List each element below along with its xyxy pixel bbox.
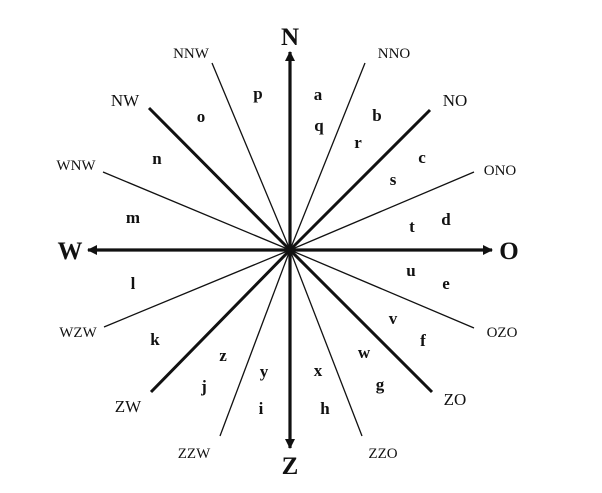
label-zzw: ZZW	[178, 446, 211, 462]
label-wzw: WZW	[59, 325, 97, 341]
label-n: N	[281, 24, 299, 51]
sector-letter-p: p	[253, 84, 262, 103]
sector-letter-s: s	[390, 170, 397, 189]
sector-letter-c: c	[418, 148, 426, 167]
label-z: Z	[282, 453, 299, 480]
ray-zzo	[289, 249, 363, 437]
sector-letter-k: k	[150, 330, 160, 349]
label-nno: NNO	[378, 46, 411, 62]
sector-letter-i: i	[259, 399, 264, 418]
sector-letter-f: f	[420, 331, 426, 350]
intercardinal-rays	[147, 106, 434, 394]
sector-letter-y: y	[260, 362, 269, 381]
ray-wzw	[103, 249, 291, 328]
ray-zzw	[219, 249, 291, 437]
sector-letter-r: r	[354, 133, 362, 152]
ray-wnw	[102, 171, 291, 251]
sector-letter-z: z	[219, 346, 227, 365]
sector-letter-q: q	[314, 116, 324, 135]
sector-letter-v: v	[389, 309, 398, 328]
ray-ono	[289, 171, 475, 251]
label-ozo: OZO	[487, 325, 518, 341]
sector-letters: a b c d e f g h i j k l m n o p q r s t …	[126, 84, 451, 418]
sector-letter-m: m	[126, 208, 140, 227]
ray-zo	[288, 248, 434, 394]
label-zw: ZW	[115, 397, 142, 416]
ray-no	[288, 108, 432, 252]
label-w: W	[58, 238, 83, 265]
label-zzo: ZZO	[368, 446, 397, 462]
sector-letter-n: n	[152, 149, 162, 168]
sector-letter-w: w	[358, 343, 371, 362]
sector-letter-j: j	[200, 377, 207, 396]
label-wnw: WNW	[56, 158, 96, 174]
sector-letter-a: a	[314, 85, 323, 104]
sector-letter-h: h	[320, 399, 330, 418]
secondary-rays	[102, 62, 475, 437]
sector-letter-t: t	[409, 217, 415, 236]
sector-letter-l: l	[131, 274, 136, 293]
cardinal-arrows	[87, 51, 493, 449]
label-no: NO	[443, 91, 468, 110]
ray-nno	[289, 62, 366, 251]
sector-letter-g: g	[376, 375, 385, 394]
ray-zw	[149, 248, 292, 394]
sector-letter-e: e	[442, 274, 450, 293]
sector-letter-o: o	[197, 107, 206, 126]
ray-nw	[147, 106, 292, 252]
sector-letter-x: x	[314, 361, 323, 380]
label-ono: ONO	[484, 163, 517, 179]
ray-ozo	[289, 249, 475, 329]
sector-letter-d: d	[441, 210, 451, 229]
label-nw: NW	[111, 91, 140, 110]
label-zo: ZO	[444, 390, 467, 409]
ray-nnw	[211, 62, 291, 251]
label-o: O	[499, 238, 518, 265]
sector-letter-u: u	[406, 261, 415, 280]
sector-letter-b: b	[372, 106, 381, 125]
label-nnw: NNW	[173, 46, 210, 62]
